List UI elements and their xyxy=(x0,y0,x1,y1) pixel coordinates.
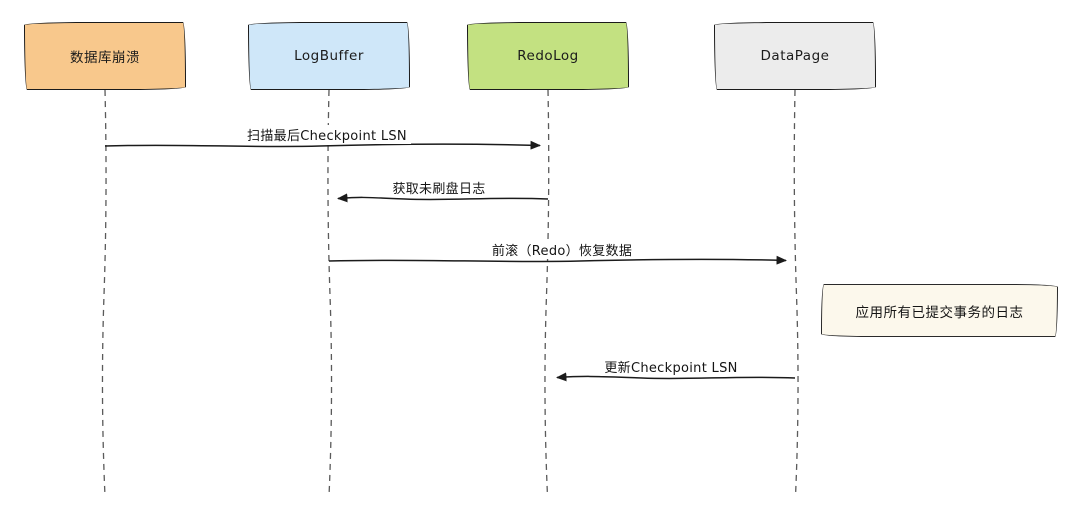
arrow-fetch-unflushed-logs xyxy=(337,193,549,203)
actor-redolog: RedoLog xyxy=(467,22,629,90)
lifeline-datapage xyxy=(793,89,799,497)
actor-crash: 数据库崩溃 xyxy=(24,22,186,90)
message-label-redo-recover: 前滚（Redo）恢复数据 xyxy=(487,240,637,259)
arrow-redo-recover xyxy=(328,255,787,265)
actor-logbuffer: LogBuffer xyxy=(248,22,410,90)
actor-datapage: DataPage xyxy=(714,22,876,90)
lifeline-crash xyxy=(101,89,107,497)
arrow-scan-checkpoint xyxy=(104,140,541,150)
message-label-update-checkpoint: 更新Checkpoint LSN xyxy=(600,357,742,376)
arrow-update-checkpoint xyxy=(556,372,796,382)
message-label-scan-checkpoint: 扫描最后Checkpoint LSN xyxy=(243,125,411,144)
lifeline-redolog xyxy=(544,89,550,497)
message-label-fetch-unflushed-logs: 获取未刷盘日志 xyxy=(388,178,490,197)
lifeline-logbuffer xyxy=(327,89,333,497)
note-apply-committed-logs: 应用所有已提交事务的日志 xyxy=(821,284,1058,337)
